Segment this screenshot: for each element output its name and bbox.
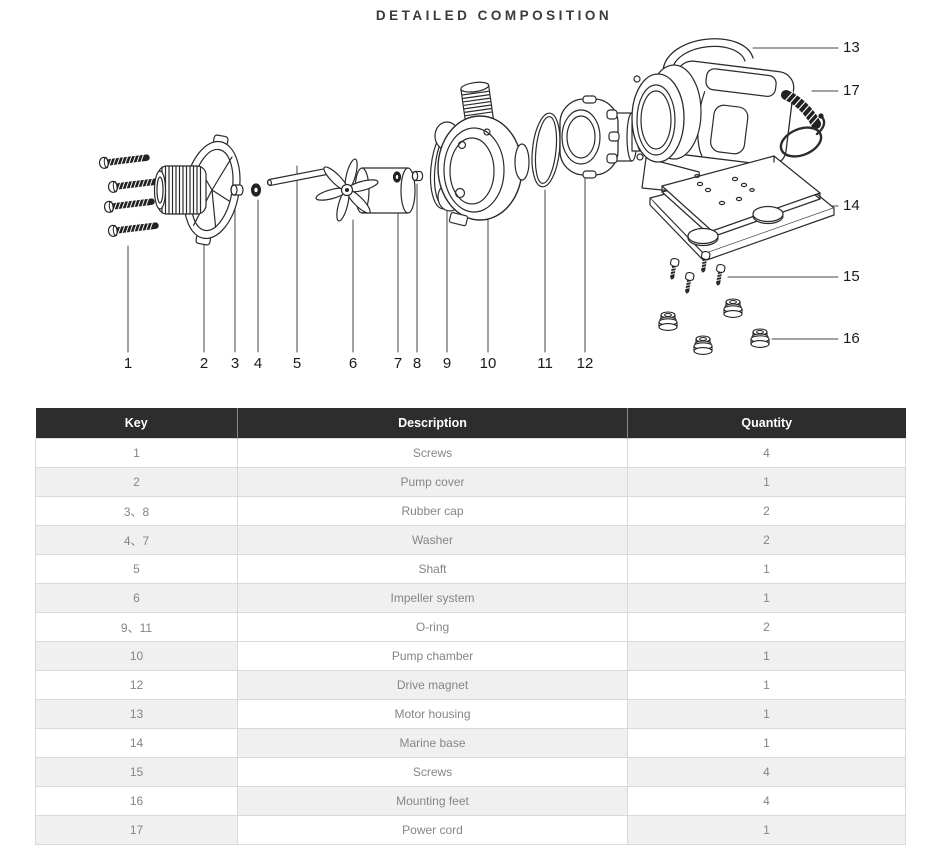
exploded-diagram: [98, 38, 839, 355]
key-cell: 16: [35, 786, 238, 816]
part-callout-16: 16: [843, 330, 860, 347]
part-pump-chamber: [434, 81, 530, 227]
quantity-cell: 1: [627, 670, 906, 700]
part-screws: [98, 151, 160, 238]
description-cell: Power cord: [237, 815, 628, 845]
part-motor-housing: [631, 38, 795, 195]
part-callout-15: 15: [843, 268, 860, 285]
part-callout-12: 12: [576, 355, 594, 372]
part-callout-14: 14: [843, 197, 860, 214]
key-cell: 5: [35, 554, 238, 584]
quantity-cell: 1: [627, 699, 906, 729]
part-drive-magnet: [559, 95, 646, 179]
quantity-cell: 4: [627, 757, 906, 787]
quantity-cell: 4: [627, 786, 906, 816]
part-callout-10: 10: [479, 355, 497, 372]
part-impeller: [315, 158, 416, 222]
quantity-cell: 2: [627, 525, 906, 555]
key-cell: 14: [35, 728, 238, 758]
column-header-key: Key: [35, 408, 238, 439]
part-shaft: [266, 168, 330, 186]
key-cell: 17: [35, 815, 238, 845]
part-callout-11: 11: [537, 355, 553, 372]
part-callout-4: 4: [253, 355, 263, 372]
quantity-cell: 1: [627, 641, 906, 671]
part-power-cord: [779, 90, 826, 158]
part-washer-4: [250, 183, 262, 197]
description-cell: Screws: [237, 757, 628, 787]
quantity-cell: 1: [627, 554, 906, 584]
quantity-cell: 1: [627, 583, 906, 613]
key-cell: 2: [35, 467, 238, 497]
key-cell: 4、7: [35, 525, 238, 555]
quantity-cell: 1: [627, 728, 906, 758]
description-cell: Pump cover: [237, 467, 628, 497]
part-callout-9: 9: [442, 355, 452, 372]
part-mounting-feet: [658, 298, 770, 355]
quantity-cell: 1: [627, 815, 906, 845]
column-header-description: Description: [237, 408, 628, 439]
key-cell: 1: [35, 438, 238, 468]
quantity-cell: 2: [627, 612, 906, 642]
key-cell: 6: [35, 583, 238, 613]
description-cell: Motor housing: [237, 699, 628, 729]
part-pump-cover: [153, 134, 241, 246]
key-cell: 3、8: [35, 496, 238, 526]
key-cell: 12: [35, 670, 238, 700]
part-rubber-cap-8: [411, 170, 424, 182]
description-cell: Drive magnet: [237, 670, 628, 700]
key-cell: 15: [35, 757, 238, 787]
description-cell: Rubber cap: [237, 496, 628, 526]
part-oring-11: [531, 112, 561, 188]
description-cell: O-ring: [237, 612, 628, 642]
key-cell: 10: [35, 641, 238, 671]
table-header-row: Key Description Quantity: [35, 408, 906, 439]
description-cell: Pump chamber: [237, 641, 628, 671]
description-cell: Impeller system: [237, 583, 628, 613]
part-callout-7: 7: [393, 355, 403, 372]
quantity-cell: 2: [627, 496, 906, 526]
part-screws-small: [667, 250, 726, 296]
part-callout-13: 13: [843, 39, 860, 56]
page-title: DETAILED COMPOSITION: [375, 8, 613, 23]
part-callout-8: 8: [412, 355, 422, 372]
key-cell: 13: [35, 699, 238, 729]
part-washer-7: [392, 171, 402, 183]
description-cell: Shaft: [237, 554, 628, 584]
description-cell: Screws: [237, 438, 628, 468]
part-callout-5: 5: [292, 355, 302, 372]
part-rubber-cap-3: [230, 184, 244, 196]
description-cell: Washer: [237, 525, 628, 555]
key-cell: 9、11: [35, 612, 238, 642]
description-cell: Marine base: [237, 728, 628, 758]
part-callout-6: 6: [348, 355, 358, 372]
part-callout-17: 17: [843, 82, 860, 99]
quantity-cell: 1: [627, 467, 906, 497]
quantity-cell: 4: [627, 438, 906, 468]
part-callout-1: 1: [123, 355, 133, 372]
part-callout-2: 2: [199, 355, 209, 372]
column-header-quantity: Quantity: [627, 408, 906, 439]
part-marine-base: [649, 155, 835, 262]
description-cell: Mounting feet: [237, 786, 628, 816]
part-callout-3: 3: [230, 355, 240, 372]
